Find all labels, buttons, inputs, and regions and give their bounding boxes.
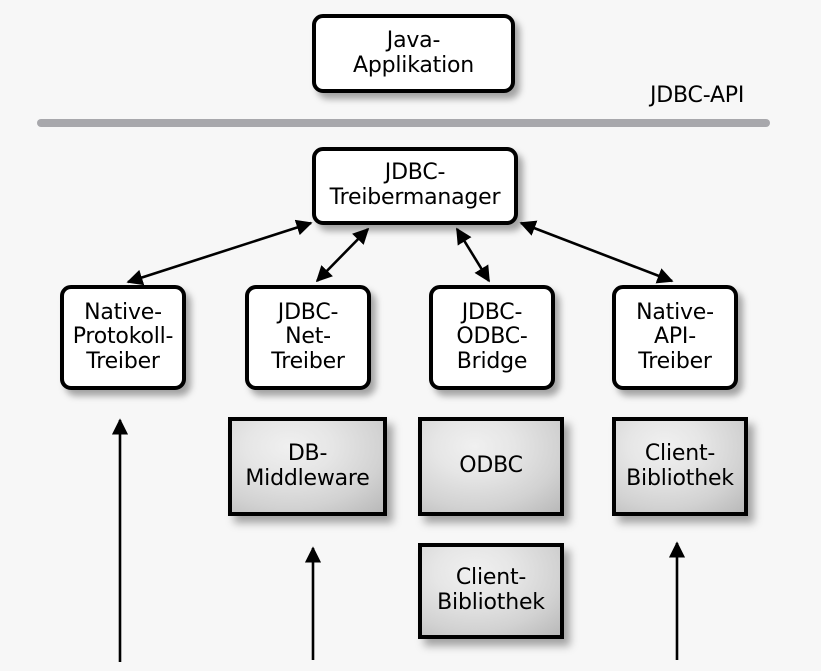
node-jdbc-net-treiber[interactable]: JDBC- Net- Treiber	[245, 285, 371, 390]
node-jdbc-odbc-bridge[interactable]: JDBC- ODBC- Bridge	[429, 285, 555, 390]
connector-manager-jdbc-net	[315, 227, 370, 283]
connector-manager-native-api	[519, 220, 674, 284]
jdbc-api-separator-bar	[37, 119, 770, 127]
node-db-middleware[interactable]: DB- Middleware	[228, 417, 387, 516]
connector-manager-native-protokoll	[126, 219, 313, 286]
node-native-api-treiber[interactable]: Native- API- Treiber	[612, 285, 738, 390]
node-client-bibliothek-right[interactable]: Client- Bibliothek	[612, 417, 748, 516]
node-native-protokoll-treiber[interactable]: Native- Protokoll- Treiber	[60, 285, 186, 390]
node-odbc[interactable]: ODBC	[418, 417, 564, 516]
connector-manager-jdbc-odbc	[455, 227, 491, 283]
node-jdbc-treibermanager[interactable]: JDBC- Treibermanager	[312, 147, 518, 225]
node-java-applikation[interactable]: Java- Applikation	[312, 14, 515, 93]
node-client-bibliothek-center[interactable]: Client- Bibliothek	[418, 543, 564, 639]
jdbc-api-label: JDBC-API	[650, 83, 745, 108]
